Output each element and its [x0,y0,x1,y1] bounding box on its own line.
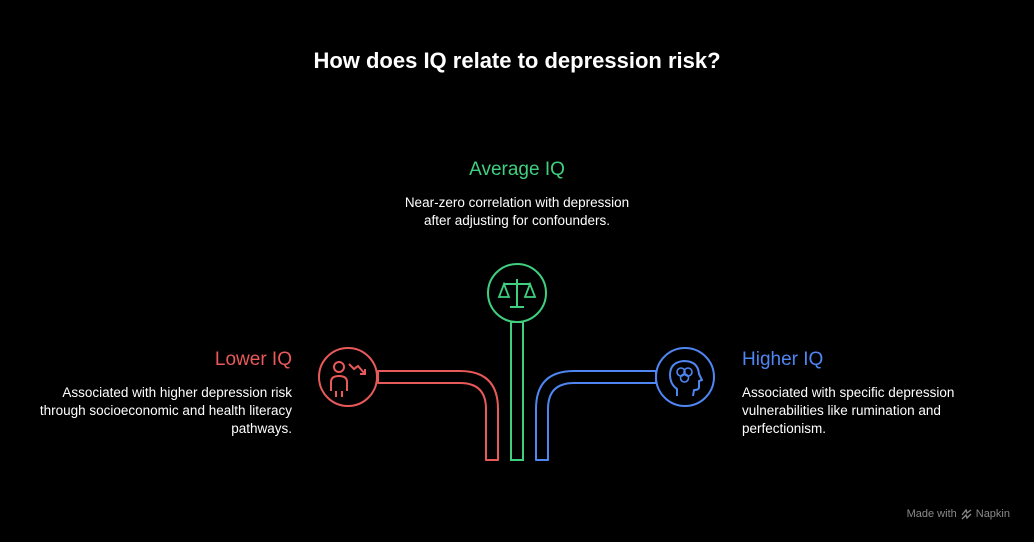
average-iq-connector [510,321,524,461]
higher-iq-description: Associated with specific depression vuln… [742,385,955,436]
napkin-attribution[interactable]: Made with Napkin [907,508,1010,520]
lower-iq-description: Associated with higher depression risk t… [39,385,292,436]
higher-iq-heading: Higher IQ [742,349,824,370]
person-declining-arrow-icon [318,347,378,407]
made-with-label: Made with [906,508,957,520]
average-iq-heading: Average IQ [469,159,565,180]
higher-iq-connector [535,370,657,461]
napkin-brand-label: Napkin [975,508,1010,520]
lower-iq-heading: Lower IQ [214,349,292,370]
average-iq-description: Near-zero correlation with depression af… [404,195,630,228]
head-brain-icon [655,347,715,407]
balance-scale-icon [487,263,547,323]
napkin-logo-icon [961,508,972,519]
page-title: How does IQ relate to depression risk? [313,48,721,73]
lower-iq-connector [377,370,499,461]
